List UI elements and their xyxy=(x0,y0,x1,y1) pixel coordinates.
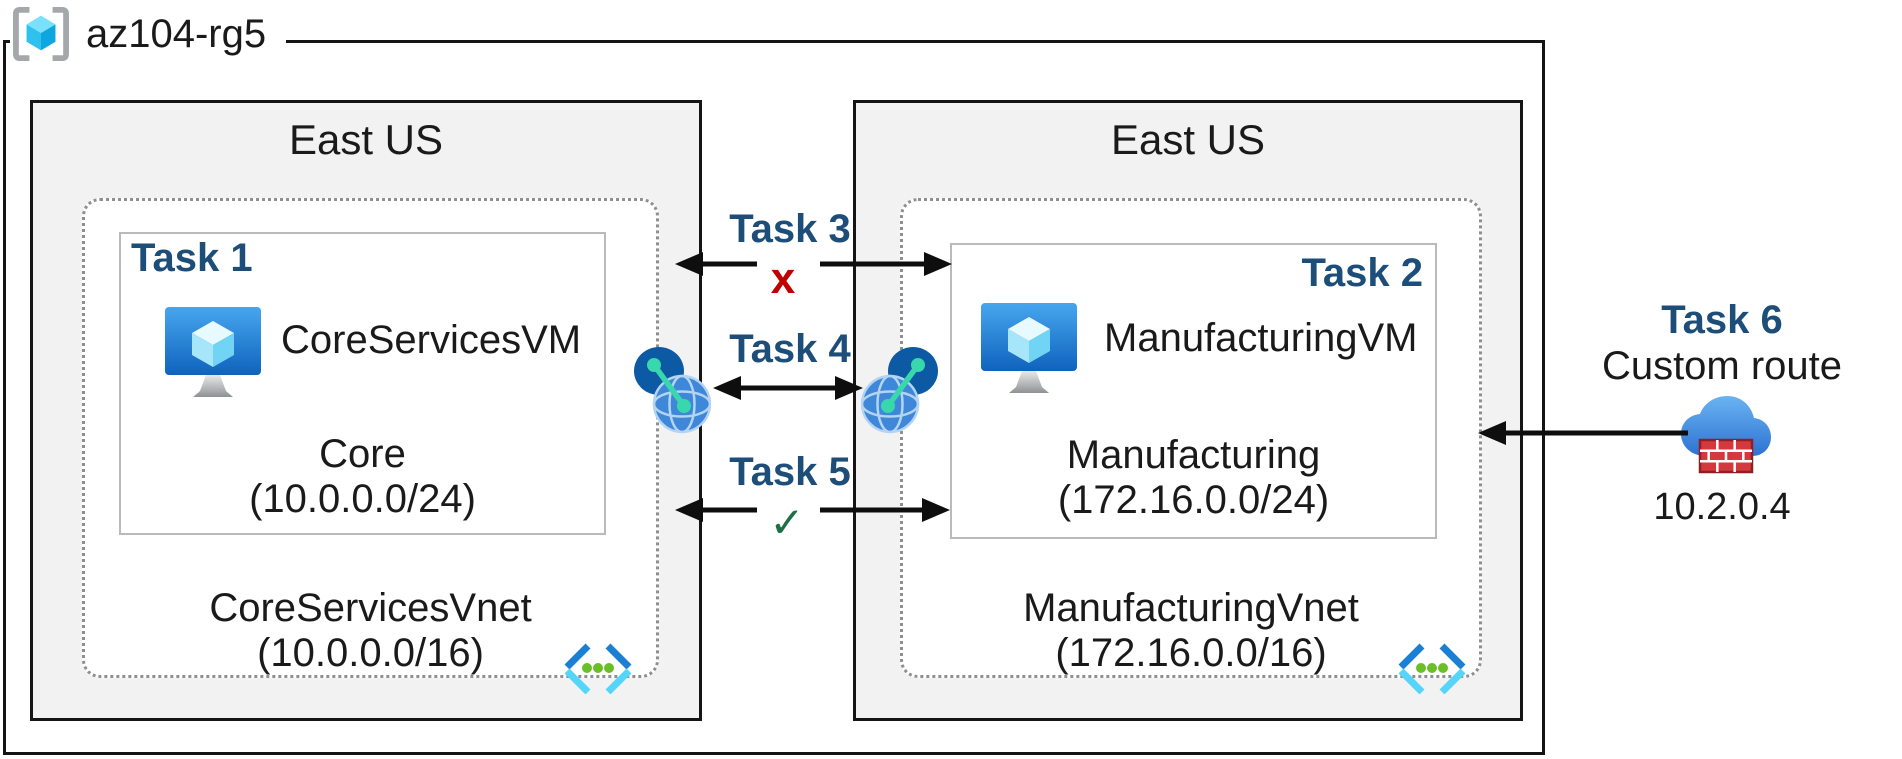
vnet-coreservices-name: CoreServicesVnet xyxy=(209,586,532,630)
task4-label: Task 4 xyxy=(729,327,851,371)
resource-group-name: az104-rg5 xyxy=(86,11,267,56)
vm-icon-manufacturing xyxy=(981,303,1077,393)
vnet-manufacturing-label: ManufacturingVnet (172.16.0.0/16) xyxy=(903,586,1479,676)
resource-group-label: az104-rg5 xyxy=(10,5,287,63)
task2-label: Task 2 xyxy=(1301,251,1423,295)
vnet-peering-icon-left xyxy=(634,347,711,434)
vm-name-coreservices: CoreServicesVM xyxy=(281,318,582,362)
custom-route-label: Custom route xyxy=(1601,344,1843,388)
region-left-title: East US xyxy=(288,116,444,163)
resource-group-box xyxy=(3,40,1545,755)
vnet-coreservices-cidr: (10.0.0.0/16) xyxy=(257,631,484,675)
task6-block: Task 6 Custom route xyxy=(1592,297,1852,389)
virtual-network-icon-right xyxy=(1398,643,1466,694)
virtual-network-icon-left xyxy=(564,643,632,694)
vnet-coreservices-label: CoreServicesVnet (10.0.0.0/16) xyxy=(85,586,656,676)
task5-label: Task 5 xyxy=(729,450,851,494)
region-right: East US Task 2 ManufacturingVM Manufactu… xyxy=(853,100,1523,721)
subnet-manufacturing-name: Manufacturing xyxy=(1066,433,1321,477)
custom-route-cloud-firewall-icon xyxy=(1681,396,1771,474)
subnet-manufacturing-label: Manufacturing (172.16.0.0/24) xyxy=(952,433,1435,523)
custom-route-ip: 10.2.0.4 xyxy=(1653,486,1791,528)
region-right-title: East US xyxy=(1110,116,1266,163)
vm-name-manufacturing: ManufacturingVM xyxy=(1104,316,1418,360)
subnet-core-name: Core xyxy=(319,432,406,476)
subnet-core-cidr: (10.0.0.0/24) xyxy=(249,477,476,521)
subnet-box-manufacturing: Task 2 ManufacturingVM Manufacturing (17… xyxy=(950,243,1437,539)
vnet-box-manufacturing: Task 2 ManufacturingVM Manufacturing (17… xyxy=(900,198,1482,678)
task3-label: Task 3 xyxy=(729,207,851,251)
region-left: East US Task 1 CoreServicesVM Core (10.0… xyxy=(30,100,702,721)
resource-group-icon xyxy=(13,7,69,61)
task1-label: Task 1 xyxy=(131,236,253,280)
subnet-box-core: Task 1 CoreServicesVM Core (10.0.0.0/24) xyxy=(119,232,606,535)
vm-icon-coreservices xyxy=(165,307,261,397)
task6-label: Task 6 xyxy=(1661,298,1783,342)
subnet-core-label: Core (10.0.0.0/24) xyxy=(121,432,604,522)
subnet-manufacturing-cidr: (172.16.0.0/24) xyxy=(1057,478,1330,522)
vnet-manufacturing-cidr: (172.16.0.0/16) xyxy=(1055,631,1327,675)
vnet-peering-icon-right xyxy=(861,347,938,434)
vnet-manufacturing-name: ManufacturingVnet xyxy=(1023,586,1359,630)
vnet-box-coreservices: Task 1 CoreServicesVM Core (10.0.0.0/24)… xyxy=(82,198,659,678)
